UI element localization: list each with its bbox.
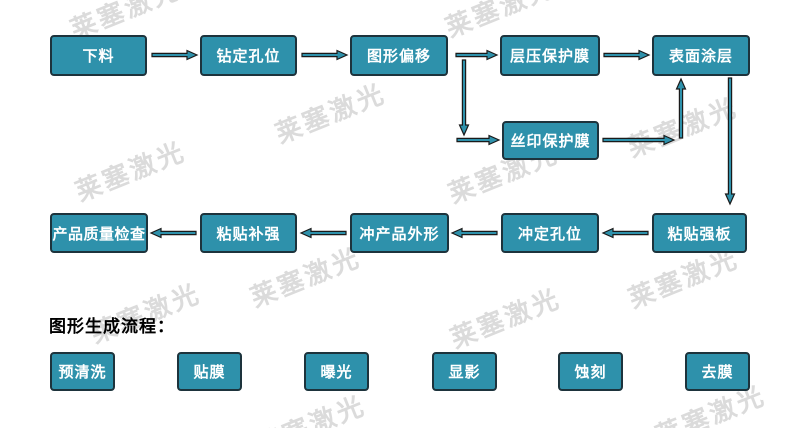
arrow-drill-to-pattern-offset [301,49,349,61]
node-punch-product-outline: 冲产品外形 [350,213,449,253]
node-surface-coating: 表面涂层 [652,35,750,76]
arrow-silkscreen-film-right [602,134,676,146]
arrow-reinforcement-to-inspection [149,227,197,239]
arrow-punch-outline-to-reinforcement [299,227,347,239]
arrow-blanking-to-drill [151,49,199,61]
arrow-pattern-offset-to-lamination [455,49,499,61]
node-blanking: 下料 [50,35,147,76]
arrow-into-silkscreen-film [456,134,501,146]
node-pattern-offset: 图形偏移 [350,35,448,76]
pattern-section-title: 图形生成流程： [49,317,175,336]
node-film-stripping: 去膜 [685,352,750,391]
node-paste-stiffener: 粘贴强板 [652,213,747,253]
arrow-up-to-surface-coating [675,77,687,139]
node-silkscreen-protective-film: 丝印保护膜 [502,121,599,160]
node-film-lamination: 贴膜 [177,352,242,391]
arrow-stiffener-to-punch-holes [601,227,649,239]
node-product-quality-inspection: 产品质量检查 [50,213,148,253]
arrow-branch-down [458,59,470,137]
node-pre-cleaning: 预清洗 [50,352,115,391]
arrow-punch-holes-to-punch-outline [450,227,498,239]
node-exposure: 曝光 [304,352,369,391]
node-developing: 显影 [432,352,497,391]
node-etching: 蚀刻 [558,352,623,391]
arrow-lamination-to-surface-coating [603,49,651,61]
node-laminate-protective-film: 层压保护膜 [500,35,600,76]
node-drill-locating-holes: 钻定孔位 [200,35,297,76]
node-punch-locating-holes: 冲定孔位 [501,213,599,253]
node-paste-reinforcement: 粘贴补强 [200,213,297,253]
arrow-surface-coating-to-stiffener [724,77,736,206]
